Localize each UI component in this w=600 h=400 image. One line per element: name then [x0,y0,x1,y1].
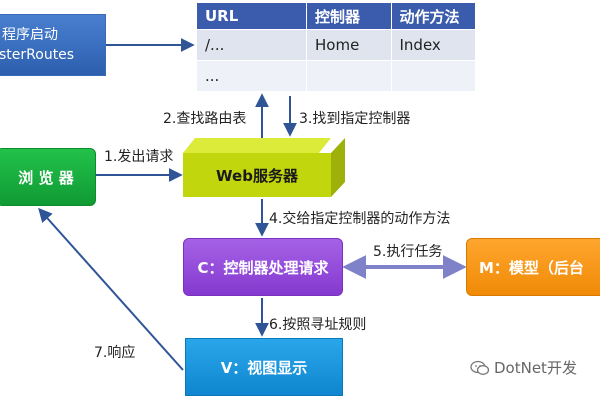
route-registration-line1: 程序启动 [2,27,58,43]
step1-label: 1.发出请求 [104,149,174,165]
table-cell: ... [196,60,307,92]
web-server-top-face [183,138,331,153]
step3-label: 3.找到指定控制器 [299,111,411,127]
model-node: M：模型（后台 [466,238,600,296]
step4-label: 4.交给指定控制器的动作方法 [269,211,451,227]
view-node: V：视图显示 [185,338,343,396]
table-row: ... [196,60,476,92]
table-cell [390,60,476,92]
route-table-header-controller: 控制器 [306,2,392,30]
step7-label: 7.响应 [94,345,136,361]
step5-label: 5.执行任务 [373,244,443,260]
route-registration-box: 程序启动 sterRoutes [0,14,106,76]
web-server-side-face [331,138,345,197]
controller-node: C：控制器处理请求 [183,238,343,296]
route-table: URL 控制器 动作方法 /... Home Index ... [196,2,476,92]
arrow-step7 [38,207,184,371]
watermark: DotNet开发 [470,357,577,378]
browser-node: 浏 览 器 [0,148,96,206]
web-server-node: Web服务器 [183,153,331,197]
step2-label: 2.查找路由表 [163,111,247,127]
wechat-icon [470,360,490,376]
route-table-header-action: 动作方法 [390,2,476,30]
step6-label: 6.按照寻址规则 [269,317,367,333]
route-registration-line2: sterRoutes [0,47,75,63]
table-row: /... Home Index [196,29,476,61]
table-cell: Home [306,29,392,61]
watermark-text: DotNet开发 [494,359,577,377]
table-cell: /... [196,29,307,61]
table-cell: Index [390,29,476,61]
route-table-header-url: URL [196,2,307,30]
route-table-header: URL 控制器 动作方法 [196,2,476,30]
table-cell [306,60,392,92]
